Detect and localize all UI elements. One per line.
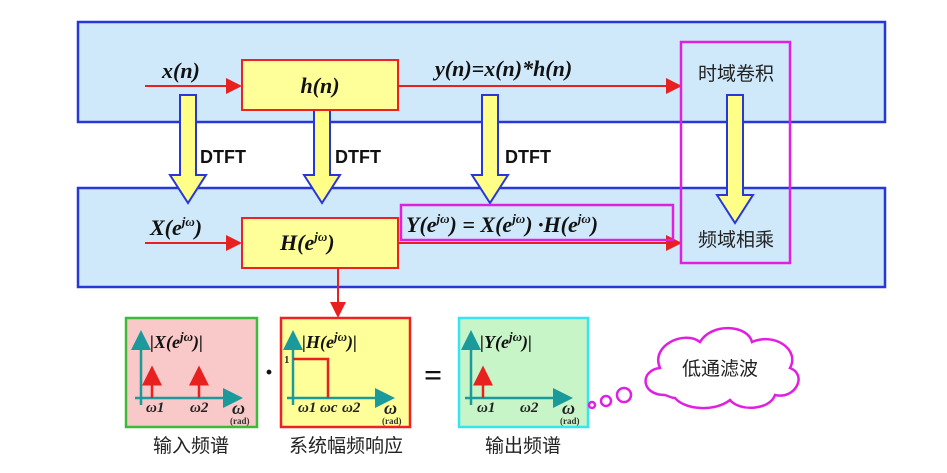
svg-text:|Y(ejω)|: |Y(ejω)|	[480, 329, 532, 353]
down-arrow-icon	[715, 94, 755, 225]
input-spectrum: X(ejω)	[149, 214, 202, 240]
input-signal: x(n)	[161, 58, 200, 83]
down-arrow-icon	[302, 109, 342, 205]
svg-text:ω: ω	[384, 398, 397, 418]
output-spectrum-panel: |Y(ejω)| ω1 ω2 ω (rad)	[457, 316, 590, 429]
multiply-operator: ·	[264, 356, 274, 389]
system-box-time	[241, 59, 399, 111]
svg-text:ωc: ωc	[320, 400, 338, 416]
caption-input-spectrum: 输入频谱	[153, 435, 229, 457]
svg-text:ω1: ω1	[477, 400, 495, 416]
svg-text:ω: ω	[562, 398, 575, 418]
svg-text:ω2: ω2	[342, 400, 361, 416]
input-spectrum-panel: |X(ejω)| ω1 ω2 ω (rad)	[124, 316, 259, 429]
svg-text:ω2: ω2	[190, 400, 209, 416]
caption-system-response: 系统幅频响应	[289, 435, 403, 457]
svg-text:ω1: ω1	[298, 400, 316, 416]
dtft-label: DTFT	[335, 147, 381, 167]
multiplication-formula: Y(ejω) = X(ejω) ·H(ejω)	[406, 211, 598, 237]
dtft-arrows	[168, 94, 755, 225]
impulse-response: h(n)	[300, 73, 339, 98]
formula-box	[399, 203, 675, 242]
svg-text:|H(ejω)|: |H(ejω)|	[302, 329, 357, 353]
caption-output-spectrum: 输出频谱	[485, 435, 561, 457]
thought-cloud	[587, 326, 800, 410]
svg-text:(rad): (rad)	[382, 416, 402, 426]
down-arrow-icon	[168, 94, 208, 205]
lowpass-filter-label: 低通滤波	[682, 358, 758, 380]
down-arrow-icon	[470, 94, 510, 205]
frequency-multiply-label: 频域相乘	[698, 229, 774, 251]
dtft-label: DTFT	[505, 147, 551, 167]
svg-text:ω2: ω2	[520, 400, 539, 416]
domain-relation-box	[679, 40, 792, 265]
lowpass-response	[293, 357, 330, 398]
equals-operator: =	[424, 357, 442, 393]
svg-text:ω1: ω1	[146, 400, 164, 416]
dtft-label: DTFT	[200, 147, 246, 167]
svg-text:(rad): (rad)	[560, 416, 580, 426]
svg-text:1: 1	[284, 354, 290, 366]
system-response-panel: |H(ejω)| 1 ω1 ωc ω2 ω (rad)	[279, 316, 412, 429]
convolution-output: y(n)=x(n)*h(n)	[432, 56, 572, 81]
system-box-frequency	[241, 217, 399, 269]
svg-text:|X(ejω)|: |X(ejω)|	[150, 329, 203, 353]
time-convolution-label: 时域卷积	[698, 63, 774, 85]
frequency-response: H(ejω)	[279, 229, 335, 255]
svg-text:(rad): (rad)	[230, 416, 250, 426]
svg-text:ω: ω	[232, 398, 245, 418]
